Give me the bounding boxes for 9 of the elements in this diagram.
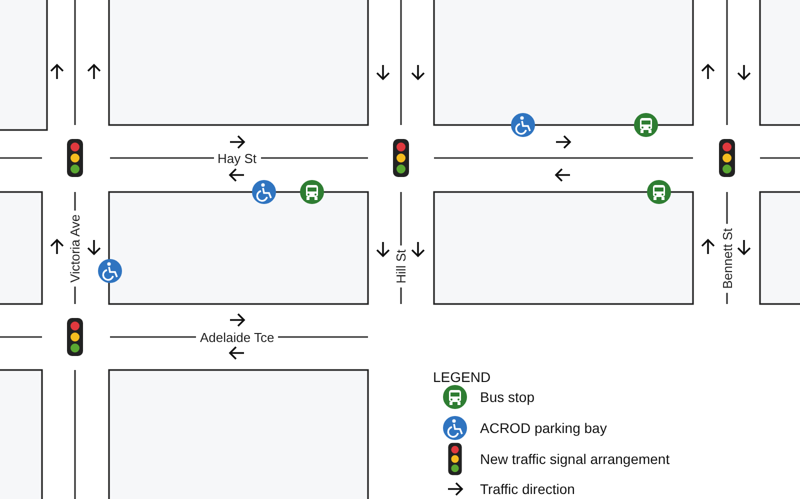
legend-text: Bus stop xyxy=(480,389,534,405)
street-name: Hay St xyxy=(214,150,261,166)
legend-text: ACROD parking bay xyxy=(480,420,607,436)
street-name: Adelaide Tce xyxy=(196,330,278,344)
legend-text: New traffic signal arrangement xyxy=(480,451,670,467)
street-name: Victoria Ave xyxy=(68,210,83,286)
street-name: Hill St xyxy=(393,245,408,287)
legend-text: Traffic direction xyxy=(480,481,575,497)
legend-title: LEGEND xyxy=(433,369,491,385)
